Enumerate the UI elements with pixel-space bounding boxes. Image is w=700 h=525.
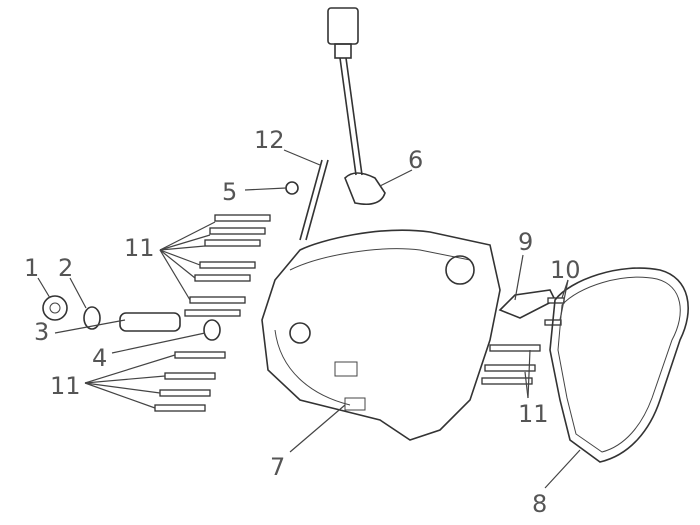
callout-11-right: 11 [518, 400, 549, 428]
bracket-part [498, 289, 557, 319]
callout-11-lower-left: 11 [50, 372, 81, 400]
gasket-part [549, 267, 689, 463]
plug-part [119, 312, 181, 332]
oil-cap-part [42, 295, 68, 321]
callout-7: 7 [270, 453, 285, 481]
callout-4: 4 [92, 344, 107, 372]
callout-12: 12 [254, 126, 285, 154]
bolt-group-upper-left [184, 214, 271, 317]
stud-bolt-part [299, 159, 329, 241]
callout-5: 5 [222, 178, 237, 206]
bolt-group-lower-left [154, 351, 226, 412]
o-ring-part [83, 306, 101, 330]
callout-3: 3 [34, 318, 49, 346]
bolt-group-right [481, 344, 541, 385]
washer-part [203, 319, 221, 341]
clutch-cover-part [261, 229, 501, 441]
callout-10: 10 [550, 256, 581, 284]
speed-sensor-part [327, 7, 386, 206]
callout-8: 8 [532, 490, 547, 518]
callout-2: 2 [58, 254, 73, 282]
leader-lines [37, 149, 581, 489]
callout-11-upper-left: 11 [124, 234, 155, 262]
nut-part [285, 181, 299, 195]
callout-1: 1 [24, 254, 39, 282]
callout-6: 6 [408, 146, 423, 174]
callout-9: 9 [518, 228, 533, 256]
